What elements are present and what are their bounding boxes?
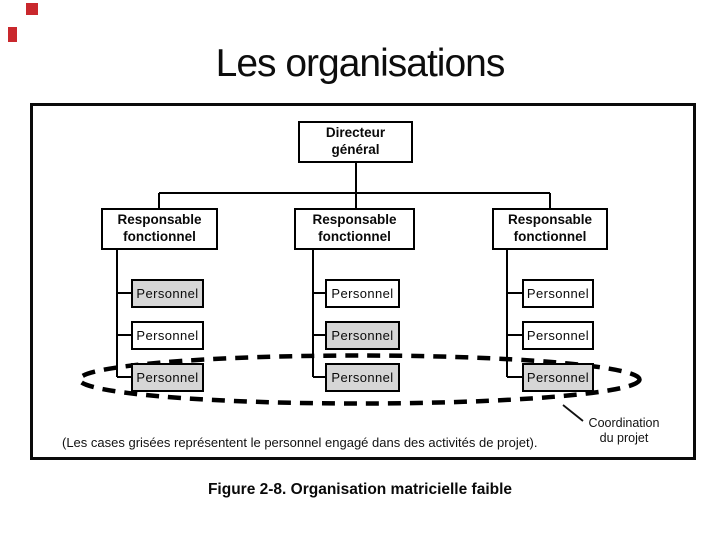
personnel-box: Personnel [131, 279, 204, 308]
coordination-annotation-line2: du projet [599, 431, 649, 445]
personnel-box: Personnel [325, 279, 400, 308]
coordination-annotation: Coordination du projet [580, 416, 668, 446]
red-ornament-top [26, 3, 38, 15]
annotation-leader-line [562, 404, 584, 422]
org-manager-box-3: Responsable fonctionnel [492, 208, 608, 250]
slide-title: Les organisations [215, 42, 506, 85]
personnel-box: Personnel [325, 321, 400, 350]
personnel-box: Personnel [131, 363, 204, 392]
personnel-box: Personnel [131, 321, 204, 350]
red-ornament-left [8, 27, 17, 42]
project-coordination-ellipse [77, 353, 642, 406]
personnel-box: Personnel [325, 363, 400, 392]
figure-note: (Les cases grisées représentent le perso… [62, 435, 538, 450]
org-manager-box-2: Responsable fonctionnel [294, 208, 415, 250]
stubs-col3 [507, 292, 522, 378]
org-manager-box-1: Responsable fonctionnel [101, 208, 218, 250]
personnel-box: Personnel [522, 279, 594, 308]
figure-caption: Figure 2-8. Organisation matricielle fai… [207, 481, 513, 498]
personnel-box: Personnel [522, 363, 594, 392]
stubs-col2 [313, 292, 325, 378]
personnel-box: Personnel [522, 321, 594, 350]
stubs-col1 [117, 292, 131, 378]
coordination-annotation-line1: Coordination [588, 416, 660, 430]
org-root-box: Directeur général [298, 121, 413, 163]
